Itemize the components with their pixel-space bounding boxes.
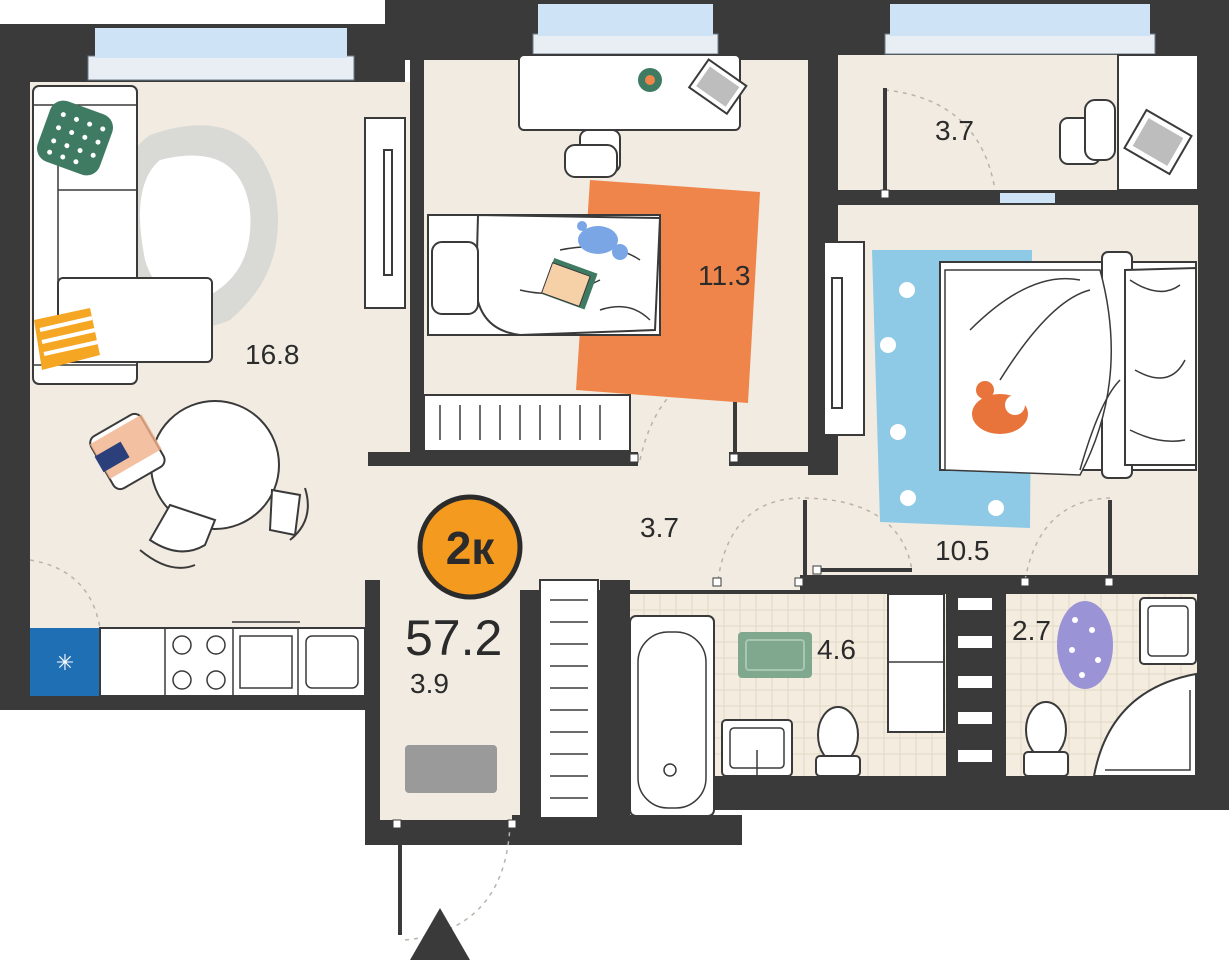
laptop-icon (687, 58, 748, 116)
area-living: 16.8 (245, 339, 300, 370)
area-bathroom: 4.6 (817, 634, 856, 665)
hallway-rack (539, 579, 599, 819)
desk-chair (564, 129, 621, 178)
green-pillow (36, 100, 114, 176)
toilet-fixtures (1023, 597, 1197, 777)
bathtub (629, 615, 715, 817)
plant-icon (638, 68, 662, 92)
bath-mat (738, 632, 812, 678)
windows (87, 4, 1156, 203)
toilet (817, 706, 859, 764)
kids-room-furniture (423, 54, 760, 452)
radiator (423, 394, 631, 452)
snowflake-icon: ✳ (56, 650, 74, 675)
area-hallway: 3.9 (410, 668, 449, 699)
area-study: 3.7 (935, 115, 974, 146)
living-room-furniture: ✳ (30, 85, 406, 697)
hallway-furniture (405, 579, 599, 819)
bathroom-fixtures (629, 593, 945, 817)
toilet-sink (1139, 597, 1197, 665)
apartment-badge: 2к (417, 494, 523, 600)
orange-pillow (34, 308, 100, 370)
badge-label: 2к (446, 522, 496, 574)
toilet-mat (1057, 601, 1113, 689)
area-corridor: 3.7 (640, 512, 679, 543)
area-labels: 16.8 11.3 3.7 10.5 3.7 3.9 4.6 2.7 (245, 115, 1051, 699)
entrance-arrow-icon (410, 908, 470, 960)
shower (1092, 672, 1197, 777)
chair-right (268, 487, 309, 541)
total-area: 57.2 (405, 610, 502, 666)
fridge (30, 628, 100, 696)
chair-bottom (139, 503, 217, 569)
bedroom-furniture (823, 241, 1197, 528)
area-kids-bedroom: 11.3 (698, 260, 750, 291)
laptop-study-icon (1123, 108, 1193, 176)
toilet-bowl (1025, 701, 1067, 759)
entry-mat (405, 745, 497, 793)
area-toilet: 2.7 (1012, 615, 1051, 646)
study-furniture (1059, 54, 1199, 191)
wardrobe (823, 241, 865, 436)
book-icon (540, 257, 598, 310)
teddy-bear-icon (577, 221, 628, 260)
chair-top-left (89, 412, 166, 491)
washing-machine (887, 593, 945, 733)
cat-icon (972, 381, 1028, 434)
toilet-shelves (958, 598, 992, 762)
area-bedroom: 10.5 (935, 535, 990, 566)
study-chair (1059, 99, 1116, 165)
